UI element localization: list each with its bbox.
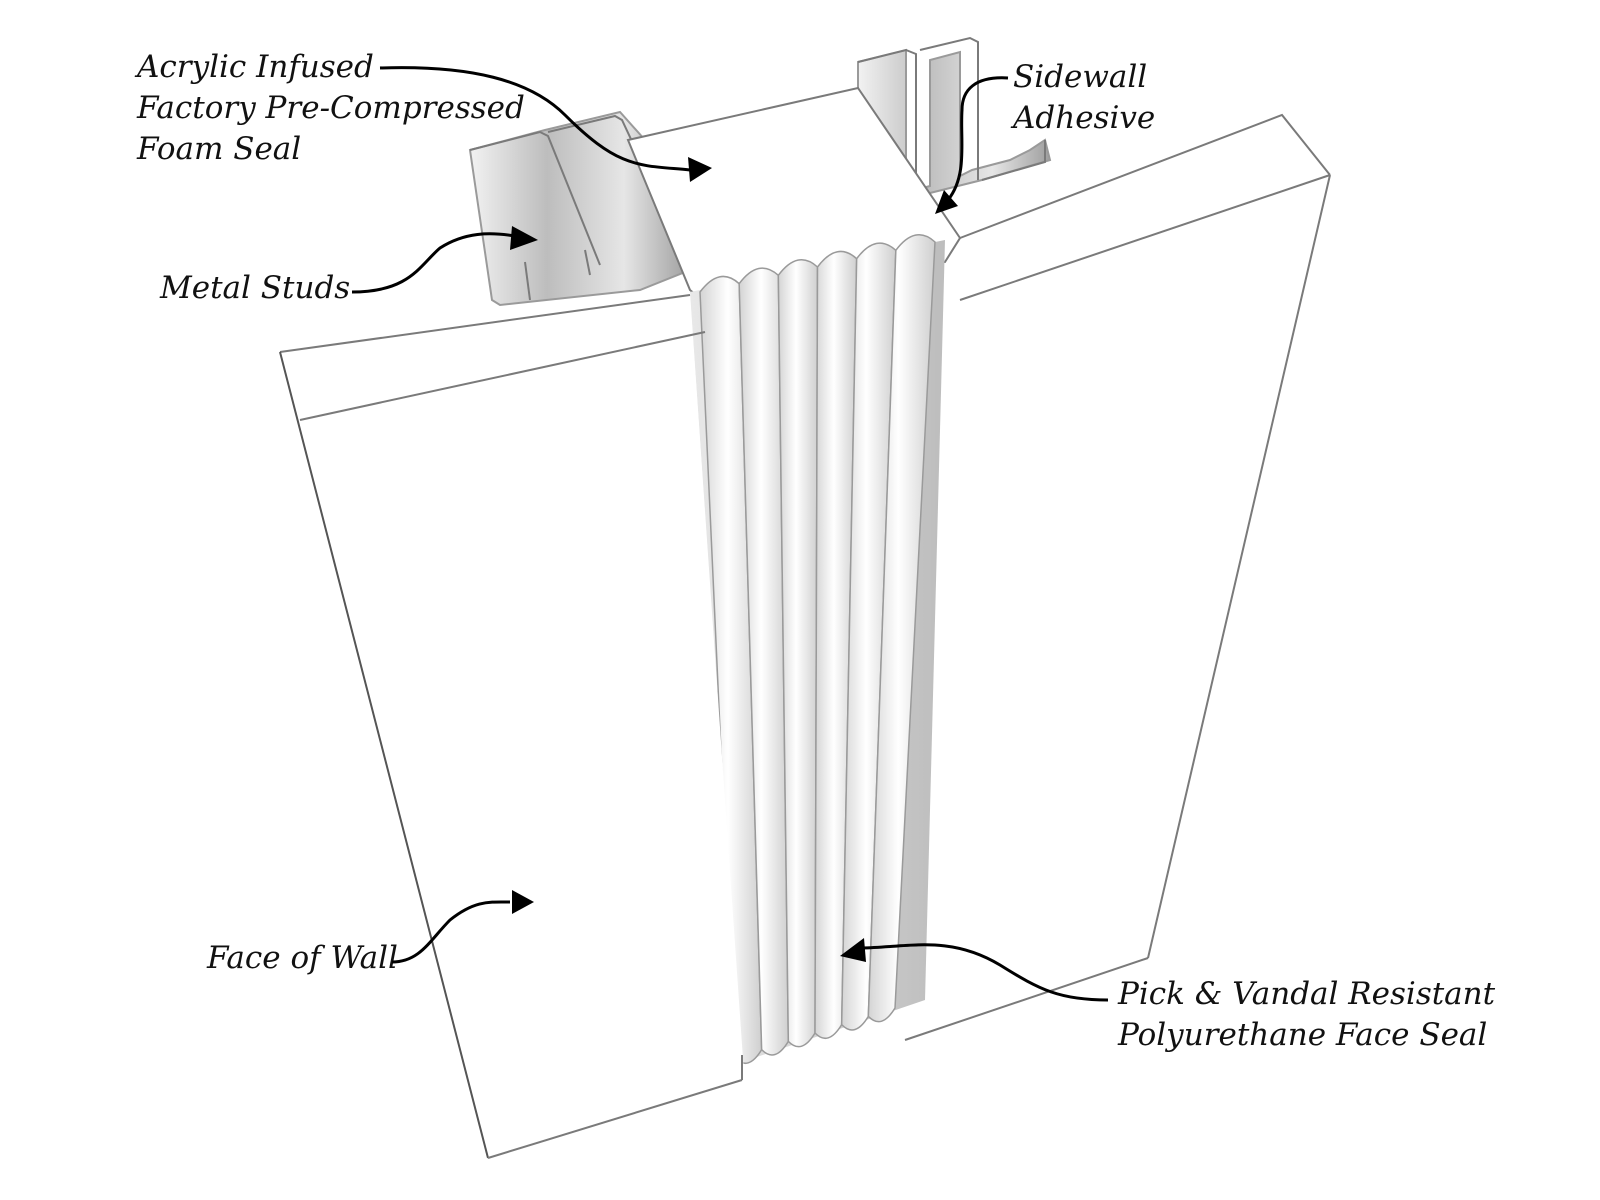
arrow-sidewall-adhesive [935, 190, 958, 214]
label-face-seal-line2: Polyurethane Face Seal [1117, 1017, 1487, 1053]
leader-foam-seal [379, 66, 712, 182]
label-face-seal-line1: Pick & Vandal Resistant [1117, 976, 1496, 1012]
label-sidewall-adhesive-line1: Sidewall [1013, 59, 1147, 95]
leader-sidewall-adhesive [935, 76, 1009, 214]
leader-metal-studs [351, 226, 538, 294]
label-face-of-wall: Face of Wall [206, 940, 398, 976]
leader-face-of-wall [391, 890, 534, 964]
arrow-face-of-wall [512, 890, 534, 914]
label-metal-studs: Metal Studs [159, 270, 350, 306]
arrow-foam-seal [688, 157, 712, 182]
label-foam-seal-line3: Foam Seal [136, 131, 301, 167]
label-face-seal: Pick & Vandal Resistant Polyurethane Fac… [1117, 976, 1496, 1053]
face-seal [690, 234, 945, 1065]
face-seal-rib [867, 234, 936, 1023]
label-sidewall-adhesive: Sidewall Adhesive [1010, 59, 1155, 136]
label-foam-seal-line2: Factory Pre-Compressed [136, 90, 525, 126]
label-sidewall-adhesive-line2: Adhesive [1010, 100, 1155, 136]
arrow-metal-studs [510, 226, 538, 250]
label-foam-seal: Acrylic Infused Factory Pre-Compressed F… [134, 49, 525, 167]
label-foam-seal-line1: Acrylic Infused [134, 49, 374, 85]
arrow-face-seal [840, 938, 866, 962]
leader-face-seal [840, 938, 1109, 1002]
left-wall-panel [279, 294, 745, 1159]
right-wall-panel [904, 113, 1331, 1041]
